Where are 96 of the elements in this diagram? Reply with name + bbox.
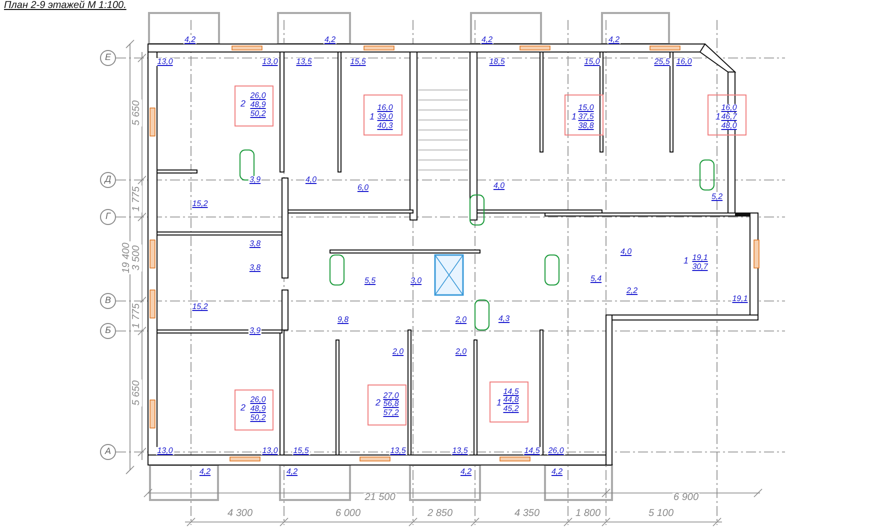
area-label: 48,0 — [720, 122, 738, 130]
dimension-label: 4 300 — [226, 509, 254, 519]
area-label: 3,9 — [248, 176, 262, 184]
area-label: 45,2 — [502, 405, 520, 413]
area-label: 2,2 — [625, 287, 639, 295]
area-label: 15,2 — [191, 303, 209, 311]
dimension-label: 21 500 — [364, 493, 396, 503]
area-label: 4,0 — [619, 248, 633, 256]
apartment-number: 2 — [374, 398, 382, 408]
drawing-title: План 2-9 этажей М 1:100. — [4, 0, 126, 12]
area-label: 48,9 — [249, 101, 267, 109]
area-label: 25,5 — [653, 58, 671, 66]
area-label: 39,0 — [376, 113, 394, 121]
dimension-label: 1 775 — [132, 302, 142, 330]
area-label: 18,5 — [488, 58, 506, 66]
area-label: 4,2 — [183, 36, 197, 44]
apartment-number: 1 — [368, 112, 376, 122]
area-label: 14,5 — [502, 388, 520, 396]
axis-marker: В — [100, 293, 116, 309]
dimension-label: 4 350 — [513, 509, 541, 519]
area-label: 6,0 — [356, 184, 370, 192]
dimension-label: 6 900 — [672, 493, 700, 503]
dimension-label: 19 400 — [122, 242, 132, 274]
axis-marker: А — [100, 444, 116, 460]
area-label: 13,5 — [389, 447, 407, 455]
axis-marker: Г — [100, 209, 116, 225]
area-label: 2,0 — [454, 348, 468, 356]
area-label: 16,0 — [376, 104, 394, 112]
area-label: 4,2 — [550, 468, 564, 476]
area-label: 13,5 — [295, 58, 313, 66]
dimension-label: 1 775 — [132, 185, 142, 213]
area-label: 13,0 — [261, 58, 279, 66]
area-label: 4,2 — [198, 468, 212, 476]
area-label: 9,8 — [336, 316, 350, 324]
area-label: 26,0 — [249, 92, 267, 100]
dimension-label: 3 500 — [132, 244, 142, 272]
area-label: 4,2 — [285, 468, 299, 476]
area-label: 26,0 — [249, 396, 267, 404]
apartment-number: 2 — [240, 404, 246, 412]
area-label: 4,2 — [323, 36, 337, 44]
area-label: 37,5 — [577, 113, 595, 121]
area-label: 16,0 — [720, 104, 738, 112]
apartment-number: 1 — [714, 112, 722, 122]
area-label: 4,2 — [480, 36, 494, 44]
area-label: 4,0 — [492, 182, 506, 190]
area-label: 19,1 — [691, 254, 709, 262]
area-label: 40,3 — [376, 122, 394, 130]
area-label: 13,0 — [156, 58, 174, 66]
dimension-label: 5 650 — [132, 379, 142, 407]
apartment-number: 1 — [496, 398, 502, 408]
area-label: 15,5 — [292, 447, 310, 455]
area-label: 14,5 — [523, 447, 541, 455]
area-label: 2,0 — [391, 348, 405, 356]
area-label: 3,9 — [248, 327, 262, 335]
dimension-label: 5 650 — [132, 99, 142, 127]
area-label: 4,2 — [607, 36, 621, 44]
area-label: 50,2 — [249, 414, 267, 422]
area-label: 13,0 — [156, 447, 174, 455]
area-label: 15,2 — [191, 200, 209, 208]
area-label: 30,7 — [691, 263, 709, 271]
area-label: 46,7 — [720, 113, 738, 121]
apartment-number: 1 — [682, 256, 690, 266]
area-label: 3,0 — [409, 277, 423, 285]
area-label: 5,2 — [710, 193, 724, 201]
dimension-label: 5 100 — [647, 509, 675, 519]
apartment-number: 2 — [240, 100, 246, 108]
area-label: 15,0 — [577, 104, 595, 112]
area-label: 15,5 — [349, 58, 367, 66]
area-label: 4,2 — [459, 468, 473, 476]
area-label: 13,5 — [451, 447, 469, 455]
area-label: 56,8 — [382, 400, 400, 408]
area-label: 5,5 — [363, 277, 377, 285]
area-label: 3,8 — [248, 240, 262, 248]
area-label: 16,0 — [675, 58, 693, 66]
area-label: 48,9 — [249, 405, 267, 413]
dimension-label: 2 850 — [426, 509, 454, 519]
area-label: 2,0 — [454, 316, 468, 324]
area-label: 4,0 — [304, 176, 318, 184]
area-label: 15,0 — [583, 58, 601, 66]
area-label: 38,8 — [577, 122, 595, 130]
area-label: 57,2 — [382, 409, 400, 417]
area-label: 50,2 — [249, 110, 267, 118]
axis-marker: Е — [100, 50, 116, 66]
area-label: 4,3 — [497, 315, 511, 323]
area-label: 27,0 — [382, 392, 400, 400]
area-label: 26,0 — [547, 447, 565, 455]
apartment-number: 1 — [570, 112, 578, 122]
area-label: 13,0 — [261, 447, 279, 455]
area-label: 5,4 — [589, 275, 603, 283]
dimension-label: 6 000 — [334, 509, 362, 519]
dimension-label: 1 800 — [574, 509, 602, 519]
area-label: 19,1 — [731, 295, 749, 303]
area-label: 44,8 — [502, 396, 520, 404]
axis-marker: Д — [100, 172, 116, 188]
axis-marker: Б — [100, 323, 116, 339]
area-label: 3,8 — [248, 264, 262, 272]
